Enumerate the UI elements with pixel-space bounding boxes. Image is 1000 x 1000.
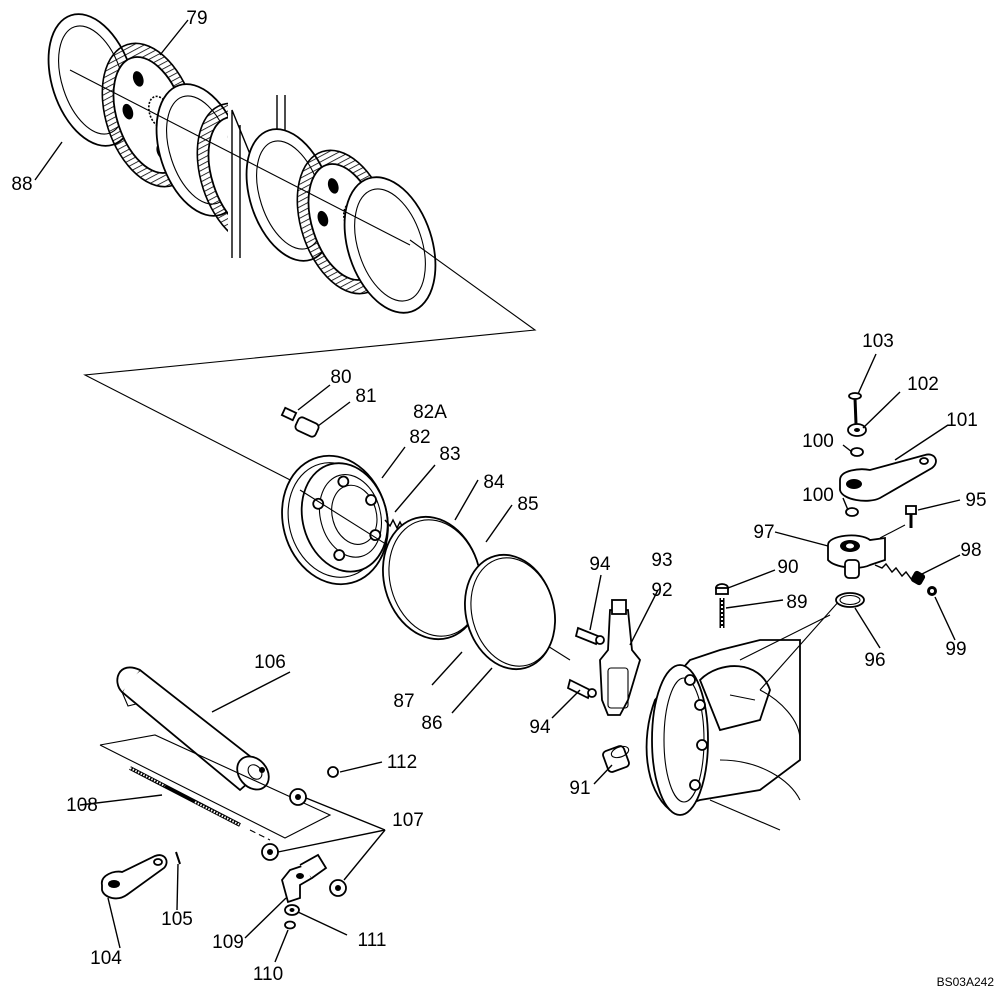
assembly-guide-line bbox=[83, 239, 537, 486]
piston-housing-82 bbox=[281, 454, 571, 661]
callout-labels: 79 80 81 82A 82 83 84 85 86 87 88 89 90 … bbox=[11, 8, 994, 989]
bleed-fitting-94-upper bbox=[574, 626, 605, 646]
callout-80: 80 bbox=[330, 367, 351, 388]
lever-arm-101 bbox=[839, 453, 937, 502]
callout-102: 102 bbox=[907, 374, 939, 395]
callout-91: 91 bbox=[569, 778, 590, 799]
bolt-95 bbox=[905, 505, 917, 528]
callout-99: 99 bbox=[945, 639, 966, 660]
callout-94-lower: 94 bbox=[529, 717, 551, 738]
callout-95: 95 bbox=[965, 490, 986, 511]
callout-109: 109 bbox=[212, 932, 244, 953]
nut-99 bbox=[927, 586, 937, 596]
callout-83: 83 bbox=[439, 444, 460, 465]
nut-107-c bbox=[329, 879, 347, 897]
lever-104 bbox=[101, 854, 168, 900]
bushing-91 bbox=[602, 745, 630, 773]
callout-107: 107 bbox=[392, 810, 424, 831]
nut-107-b bbox=[261, 843, 279, 861]
callout-81: 81 bbox=[355, 386, 376, 407]
leader-lines bbox=[34, 19, 961, 963]
bracket-109 bbox=[281, 853, 328, 904]
adjust-screw-98 bbox=[874, 562, 926, 586]
callout-97: 97 bbox=[753, 522, 774, 543]
drawing-code: BS03A242 bbox=[937, 975, 995, 989]
callout-101: 101 bbox=[946, 410, 978, 431]
callout-92: 92 bbox=[651, 580, 672, 601]
threaded-rod-108 bbox=[129, 766, 271, 841]
callout-94-upper: 94 bbox=[589, 554, 611, 575]
callout-100-upper: 100 bbox=[802, 431, 834, 452]
screw-103 bbox=[848, 392, 862, 425]
callout-106: 106 bbox=[254, 652, 286, 673]
guide-line-96 bbox=[759, 599, 841, 691]
clip-112 bbox=[327, 766, 339, 778]
callout-89: 89 bbox=[786, 592, 807, 613]
brake-disc-stack bbox=[47, 13, 437, 314]
callout-96: 96 bbox=[864, 650, 885, 671]
callout-112: 112 bbox=[387, 752, 417, 773]
callout-110: 110 bbox=[253, 964, 283, 985]
sleeve-81 bbox=[294, 416, 320, 438]
callout-84: 84 bbox=[483, 472, 505, 493]
o-ring-96 bbox=[835, 592, 865, 608]
pin-105 bbox=[175, 851, 181, 865]
seal-ring-85-86 bbox=[464, 553, 556, 671]
bolt-80 bbox=[280, 406, 298, 422]
callout-103: 103 bbox=[862, 331, 894, 352]
callout-105: 105 bbox=[161, 909, 193, 930]
callout-98: 98 bbox=[960, 540, 981, 561]
guide-line-96b bbox=[739, 614, 831, 661]
callout-93: 93 bbox=[651, 550, 672, 571]
callout-86: 86 bbox=[421, 713, 442, 734]
callout-82: 82 bbox=[409, 427, 430, 448]
bushing-100-upper bbox=[850, 447, 864, 457]
actuating-lever-92 bbox=[599, 599, 641, 716]
callout-88: 88 bbox=[11, 174, 32, 195]
axle-housing bbox=[645, 639, 801, 831]
washer-110 bbox=[284, 920, 296, 930]
rod-assembly-frame bbox=[99, 734, 332, 839]
callout-90: 90 bbox=[777, 557, 798, 578]
callout-85: 85 bbox=[517, 494, 538, 515]
cylinder-106 bbox=[116, 666, 270, 792]
callout-79: 79 bbox=[186, 8, 207, 29]
callout-111: 111 bbox=[358, 930, 387, 951]
washer-111 bbox=[284, 904, 300, 916]
steel-plate-front bbox=[343, 176, 437, 314]
callout-87: 87 bbox=[393, 691, 414, 712]
nut-107-a bbox=[289, 788, 307, 806]
plug-90 bbox=[715, 583, 729, 595]
bushing-100-lower bbox=[845, 507, 859, 517]
washer-102 bbox=[847, 423, 867, 437]
callout-100-lower: 100 bbox=[802, 485, 834, 506]
callout-108: 108 bbox=[66, 795, 98, 816]
bleed-fitting-94-lower bbox=[566, 678, 597, 700]
bracket-97 bbox=[827, 534, 886, 579]
callout-104: 104 bbox=[90, 948, 122, 969]
callout-82A: 82A bbox=[413, 402, 447, 423]
